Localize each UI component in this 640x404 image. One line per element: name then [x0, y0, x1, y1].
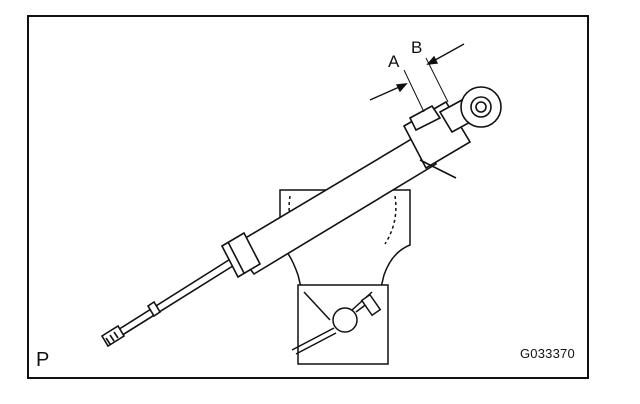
- shock-absorber-illustration: [100, 86, 502, 348]
- dimension-arrow-icon: [395, 83, 408, 93]
- dimension-label-b: B: [411, 38, 423, 57]
- dimension-arrow-icon: [426, 55, 439, 65]
- page-marker-label: P: [36, 349, 50, 371]
- dimension-markers: [369, 43, 465, 113]
- dimension-label-a: A: [388, 52, 400, 71]
- figure-code-label: G033370: [520, 346, 575, 361]
